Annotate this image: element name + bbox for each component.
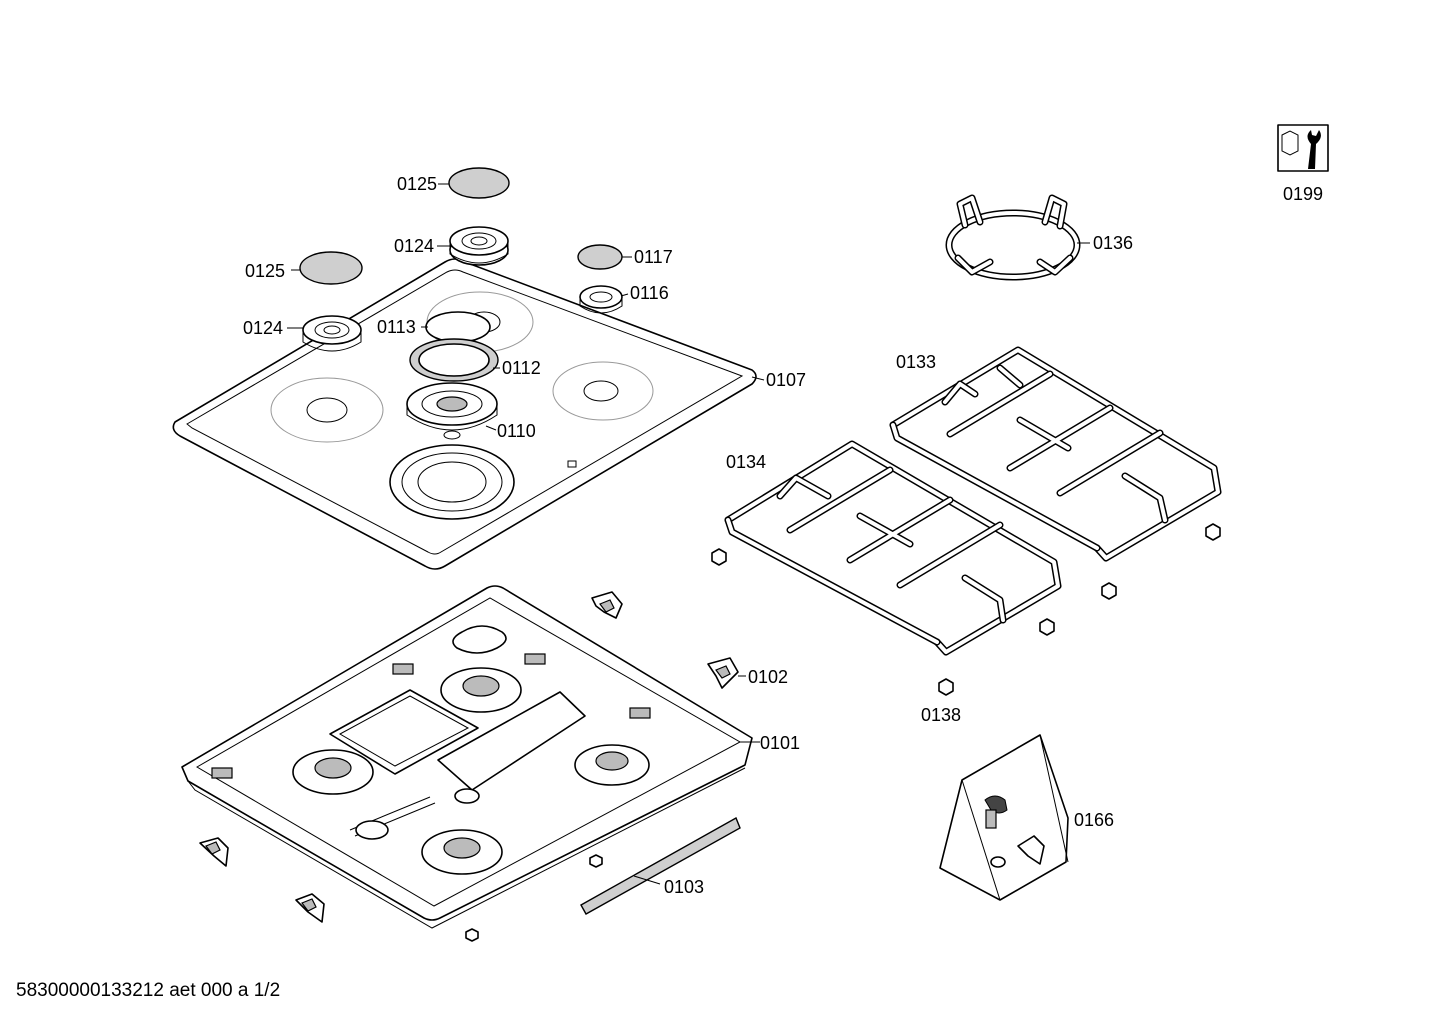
label-0103: 0103 <box>664 877 704 897</box>
fixing-bracket <box>199 591 739 923</box>
label-0117: 0117 <box>634 247 673 267</box>
label-0110: 0110 <box>497 421 536 441</box>
burner-cap-0125-left <box>299 251 363 285</box>
label-0102: 0102 <box>748 667 788 687</box>
pan-support-left <box>724 440 1062 656</box>
burner-head-0124-top <box>449 226 509 266</box>
label-0199: 0199 <box>1283 184 1323 204</box>
label-0134: 0134 <box>726 452 766 472</box>
rubber-foot <box>711 523 1221 696</box>
wrench-nut-icon <box>1277 124 1329 172</box>
burner-cap-0117 <box>577 244 623 270</box>
label-0101: 0101 <box>760 733 800 753</box>
wok-burner-stack <box>406 311 499 440</box>
adjustable-foot <box>465 854 603 942</box>
burner-head-0116 <box>579 285 623 314</box>
conversion-kit-bag <box>939 734 1069 901</box>
label-0116: 0116 <box>630 283 669 303</box>
document-id: 58300000133212 aet 000 a 1/2 <box>16 980 281 1001</box>
leader-lines <box>287 183 1090 885</box>
label-0113: 0113 <box>377 317 416 337</box>
label-0112: 0112 <box>502 358 541 378</box>
label-0138: 0138 <box>921 705 961 725</box>
base-tray <box>181 585 753 929</box>
label-0124-top: 0124 <box>394 236 434 256</box>
label-0125-top: 0125 <box>397 174 437 194</box>
label-0166: 0166 <box>1074 810 1114 830</box>
burner-cap-0125-top <box>448 167 510 199</box>
label-0133: 0133 <box>896 352 936 372</box>
label-0107: 0107 <box>766 370 806 390</box>
label-0124-left: 0124 <box>243 318 283 338</box>
burner-head-0124-left <box>302 315 362 352</box>
label-0125-left: 0125 <box>245 261 285 281</box>
seal-strip <box>580 816 741 915</box>
wok-support-ring <box>945 194 1081 281</box>
label-0136: 0136 <box>1093 233 1133 253</box>
pan-support-right <box>889 346 1222 562</box>
